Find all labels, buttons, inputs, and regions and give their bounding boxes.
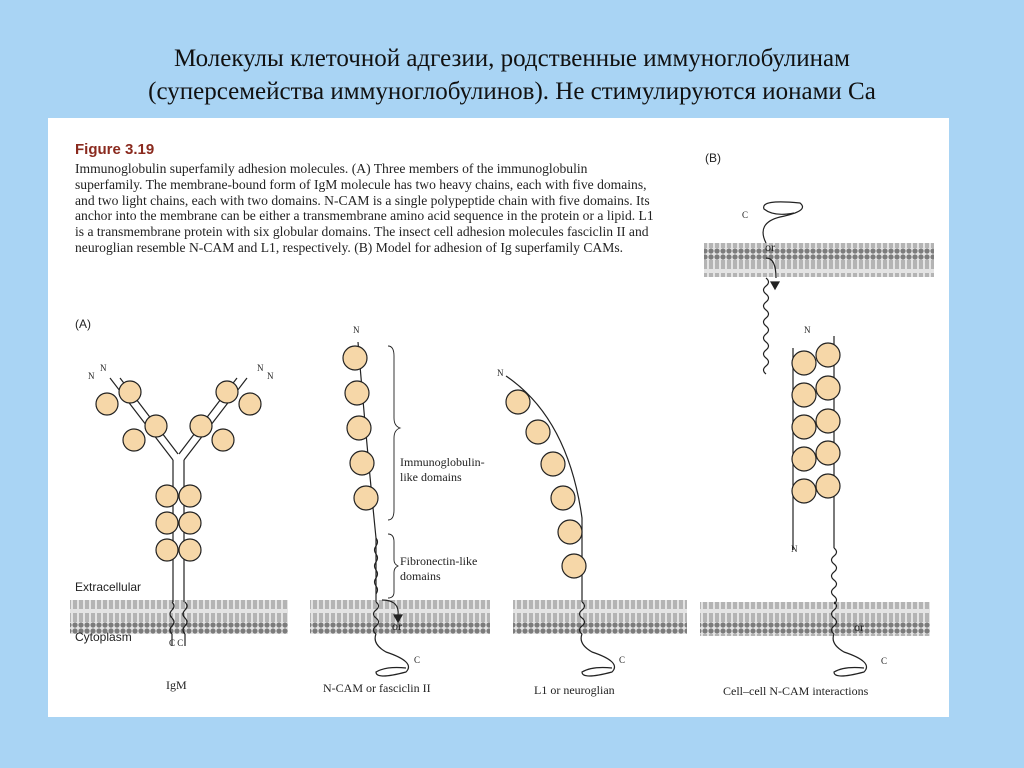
figure-caption: Immunoglobulin superfamily adhesion mole… (75, 161, 655, 256)
membrane-bottom-cell (700, 602, 930, 636)
molecule-label-l1: L1 or neuroglian (534, 683, 615, 698)
or-label-top: or (765, 240, 775, 255)
membrane-l1 (513, 600, 687, 634)
ig-domains-label: Immunoglobulin-like domains (400, 455, 500, 485)
molecule-label-igm: IgM (166, 678, 187, 693)
n-terminus-ncam: N (353, 325, 360, 335)
c-terminus-top: C (742, 210, 748, 220)
slide-title-line-2: (суперсемейства иммуноглобулинов). Не ст… (0, 75, 1024, 108)
c-terminus-bottom: C (881, 656, 887, 666)
n-terminus-b-left: N (791, 544, 798, 554)
or-label-ncam: or (392, 619, 402, 634)
cytoplasm-label: Cytoplasm (75, 630, 132, 644)
slide-title-line-1: Молекулы клеточной адгезии, родственные … (0, 42, 1024, 75)
or-label-bottom: or (854, 620, 864, 635)
n-terminus-2: N (100, 363, 107, 373)
molecule-label-ncam: N-CAM or fasciclin II (323, 681, 431, 696)
c-terminus-l1: C (619, 655, 625, 665)
slide-title: Молекулы клеточной адгезии, родственные … (0, 42, 1024, 108)
fn-domains-label: Fibronectin-like domains (400, 554, 488, 584)
n-terminus-4: N (267, 371, 274, 381)
n-terminus-l1: N (497, 368, 504, 378)
n-terminus-3: N (257, 363, 264, 373)
molecule-label-cell-cell: Cell–cell N-CAM interactions (723, 684, 868, 699)
panel-b-label: (B) (705, 151, 721, 165)
c-terminus-ncam: C (414, 655, 420, 665)
n-terminus-1: N (88, 371, 95, 381)
panel-a-label: (A) (75, 317, 91, 331)
extracellular-label: Extracellular (75, 580, 141, 594)
n-terminus-b-right: N (804, 325, 811, 335)
membrane-igm (70, 600, 288, 634)
figure-panel: Figure 3.19 Immunoglobulin superfamily a… (48, 118, 949, 717)
membrane-top-cell (704, 243, 934, 277)
c-termini-igm: C C (169, 638, 183, 648)
figure-label: Figure 3.19 (75, 141, 154, 158)
